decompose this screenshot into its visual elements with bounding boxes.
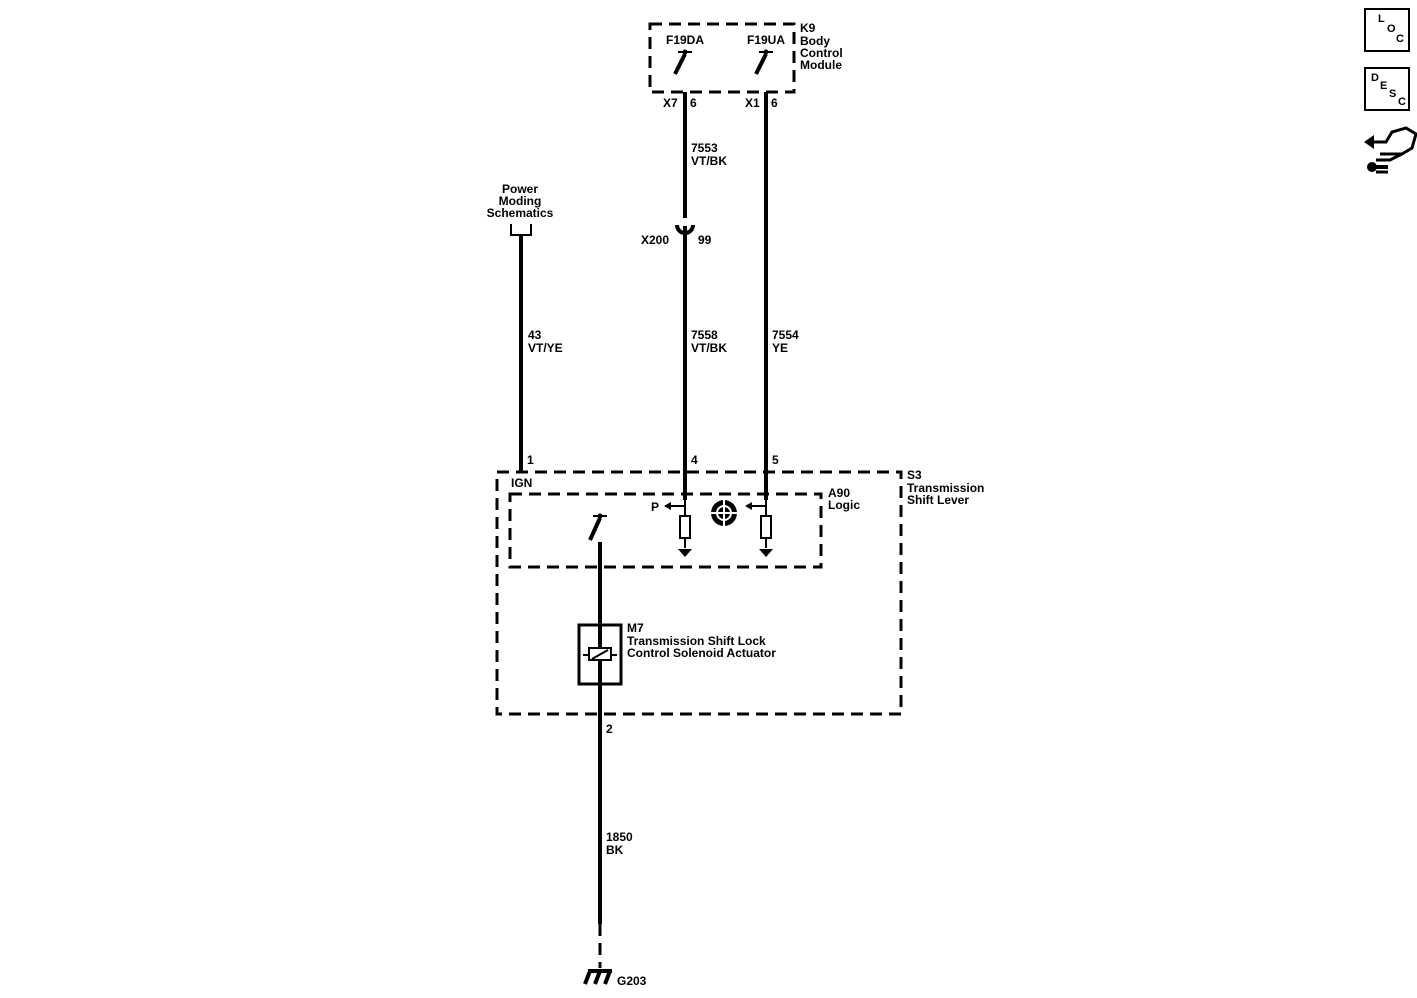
k9-switch-b: [754, 49, 773, 75]
m7-id: M7: [627, 621, 644, 635]
k9-id: K9: [800, 21, 816, 35]
wire-43-color: VT/YE: [528, 341, 563, 355]
a90-park-label: P: [651, 500, 659, 514]
reference-bracket: [510, 224, 532, 236]
desc-letter-e: E: [1380, 80, 1388, 92]
logic-symbol-icon: [711, 500, 737, 526]
wire-7553-color: VT/BK: [691, 154, 727, 168]
power-moding-reference[interactable]: Power Moding Schematics: [487, 182, 554, 236]
loc-letter-l: L: [1378, 13, 1385, 25]
k9-switch-b-label: F19UA: [747, 33, 785, 47]
s3-pin-ign: 1: [527, 453, 534, 467]
a90-park-input: [664, 500, 692, 557]
k9-switch-a-label: F19DA: [666, 33, 704, 47]
k9-body-control-module[interactable]: F19DA F19UA K9 Body Control Module X7 6 …: [648, 21, 843, 110]
s3-outline: [495, 470, 903, 716]
s3-id: S3: [907, 468, 922, 482]
a90-outline: [508, 492, 823, 569]
wire-7558-color: VT/BK: [691, 341, 727, 355]
k9-name-line-3: Module: [800, 58, 842, 72]
x200-id: X200: [641, 233, 669, 247]
wire-43-circuit: 43: [528, 328, 542, 342]
a90-name: Logic: [828, 498, 860, 512]
loc-letter-c: C: [1396, 33, 1404, 45]
x200-inline-connector[interactable]: X200 99: [641, 224, 712, 247]
x200-pin: 99: [698, 233, 712, 247]
s3-pin-gnd: 2: [606, 722, 613, 736]
s3-ign-label: IGN: [511, 476, 532, 490]
k9-pin-a: 6: [690, 96, 697, 110]
power-line-1: Power: [502, 182, 538, 196]
k9-conn-a: X7: [663, 96, 678, 110]
connector-navigation-icon[interactable]: [1362, 120, 1417, 176]
loc-letter-o: O: [1387, 23, 1396, 35]
s3-pin-park: 4: [691, 453, 698, 467]
k9-conn-b: X1: [745, 96, 760, 110]
k9-switch-a: [673, 49, 692, 75]
a90-internal-switch: [588, 513, 607, 541]
a90-ye-input: [745, 500, 773, 557]
m7-name-line-1: Transmission Shift Lock: [627, 634, 766, 648]
k9-name-line-1: Body: [800, 34, 830, 48]
s3-name-line-1: Transmission: [907, 481, 984, 495]
wire-7553-circuit: 7553: [691, 141, 718, 155]
description-button[interactable]: D E S C: [1364, 67, 1410, 111]
a90-id: A90: [828, 486, 850, 500]
s3-name-line-2: Shift Lever: [907, 493, 969, 507]
desc-letter-d: D: [1371, 72, 1379, 84]
wire-1850-circuit: 1850: [606, 830, 633, 844]
k9-pin-b: 6: [771, 96, 778, 110]
m7-name-line-2: Control Solenoid Actuator: [627, 646, 776, 660]
m7-shift-lock-solenoid[interactable]: M7 Transmission Shift Lock Control Solen…: [577, 621, 776, 686]
k9-name-line-2: Control: [800, 46, 843, 60]
desc-letter-s: S: [1389, 88, 1397, 100]
power-line-3: Schematics: [487, 206, 554, 220]
ground-id: G203: [617, 974, 647, 988]
wire-7554-color: YE: [772, 341, 788, 355]
desc-letter-c: C: [1398, 96, 1406, 108]
k9-module-outline: [648, 22, 796, 94]
wire-7558-circuit: 7558: [691, 328, 718, 342]
s3-transmission-shift-lever[interactable]: 1 4 5 IGN S3 Transmission Shift Lever 2: [495, 453, 984, 736]
s3-pin-ye: 5: [772, 453, 779, 467]
ground-g203[interactable]: G203: [583, 969, 647, 988]
a90-logic[interactable]: A90 Logic P: [508, 486, 860, 569]
wire-7554-circuit: 7554: [772, 328, 799, 342]
wire-1850-color: BK: [606, 843, 624, 857]
location-button[interactable]: L O C: [1364, 8, 1410, 52]
power-line-2: Moding: [499, 194, 542, 208]
